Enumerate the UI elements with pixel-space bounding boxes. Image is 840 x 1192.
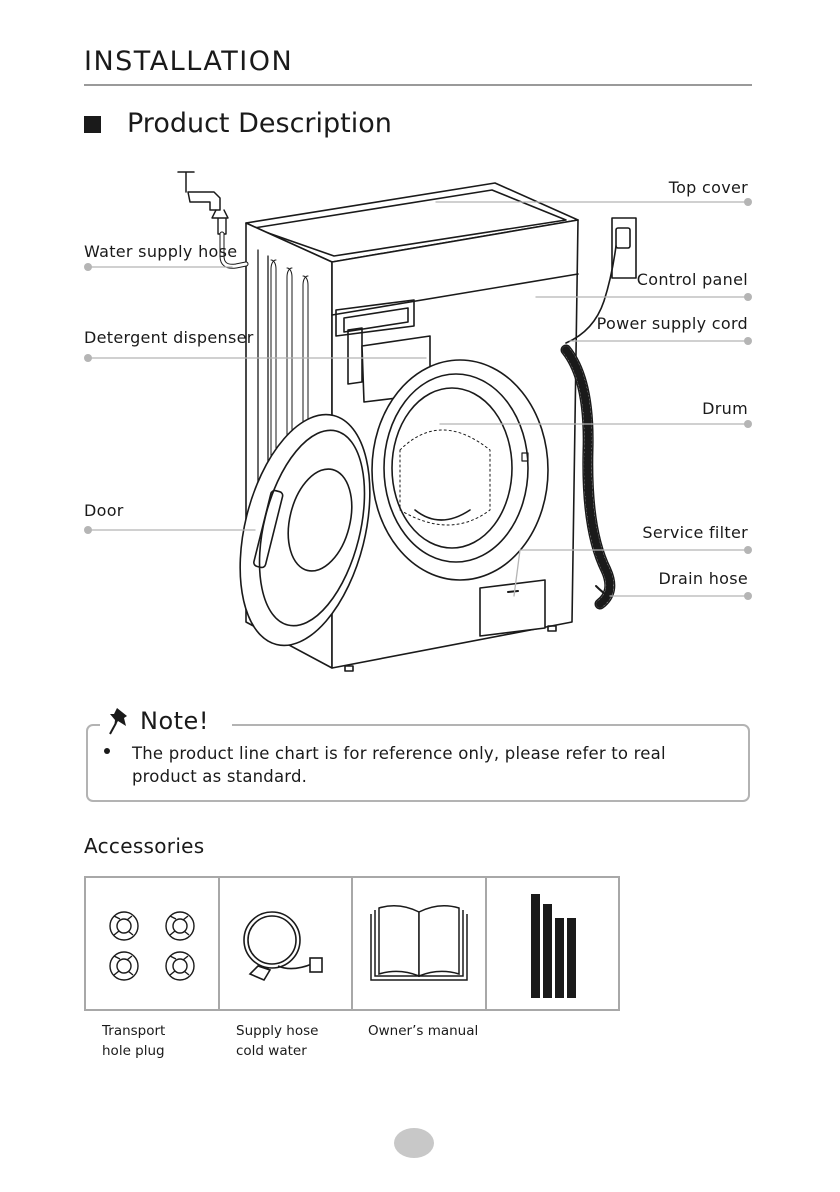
accessories-table: [84, 876, 620, 1011]
accessory-label-line: Owner’s manual: [368, 1023, 479, 1039]
callout-drum: Drum: [702, 399, 748, 418]
accessory-label-line: cold water: [236, 1043, 307, 1059]
subsection-title: Product Description: [127, 108, 392, 139]
callout-top-cover: Top cover: [668, 178, 748, 197]
accessory-cell: [86, 878, 220, 1009]
accessory-label: Owner’s manual: [368, 1021, 488, 1041]
pushpin-icon: [109, 708, 127, 735]
accessory-label-line: hole plug: [102, 1043, 165, 1059]
product-diagram: Water supply hose Detergent dispenser Do…: [0, 150, 840, 690]
manual-icon: [370, 905, 468, 981]
accessory-cell: [353, 878, 487, 1009]
note-item: The product line chart is for reference …: [132, 744, 666, 786]
callout-service-filter: Service filter: [642, 523, 748, 542]
accessory-cell: [487, 878, 619, 1009]
bullet-icon: [104, 748, 110, 754]
callout-door: Door: [84, 501, 124, 520]
accessory-label-line: Supply hose: [236, 1023, 319, 1039]
note-title: Note!: [140, 707, 209, 735]
washing-machine-drawing: [84, 171, 752, 672]
title-rule: [84, 84, 752, 86]
accessory-label: Supply hose cold water: [236, 1021, 356, 1061]
callout-drain-hose: Drain hose: [658, 569, 748, 588]
hole-plug-icon: [109, 911, 195, 981]
blanking-plugs-icon: [530, 894, 576, 998]
callout-control-panel: Control panel: [636, 270, 748, 289]
page-number-badge: [394, 1128, 434, 1158]
supply-hose-icon: [242, 911, 323, 982]
accessories-title: Accessories: [84, 834, 205, 858]
square-bullet-icon: [84, 116, 101, 133]
callout-power-supply-cord: Power supply cord: [596, 314, 748, 333]
callout-detergent-dispenser: Detergent dispenser: [84, 328, 254, 347]
note-box: [86, 724, 750, 802]
accessory-label: Transport hole plug: [102, 1021, 222, 1061]
section-title: INSTALLATION: [84, 46, 294, 77]
accessory-cell: [220, 878, 353, 1009]
callout-water-supply-hose: Water supply hose: [84, 242, 238, 261]
accessory-label-line: Transport: [102, 1023, 166, 1039]
